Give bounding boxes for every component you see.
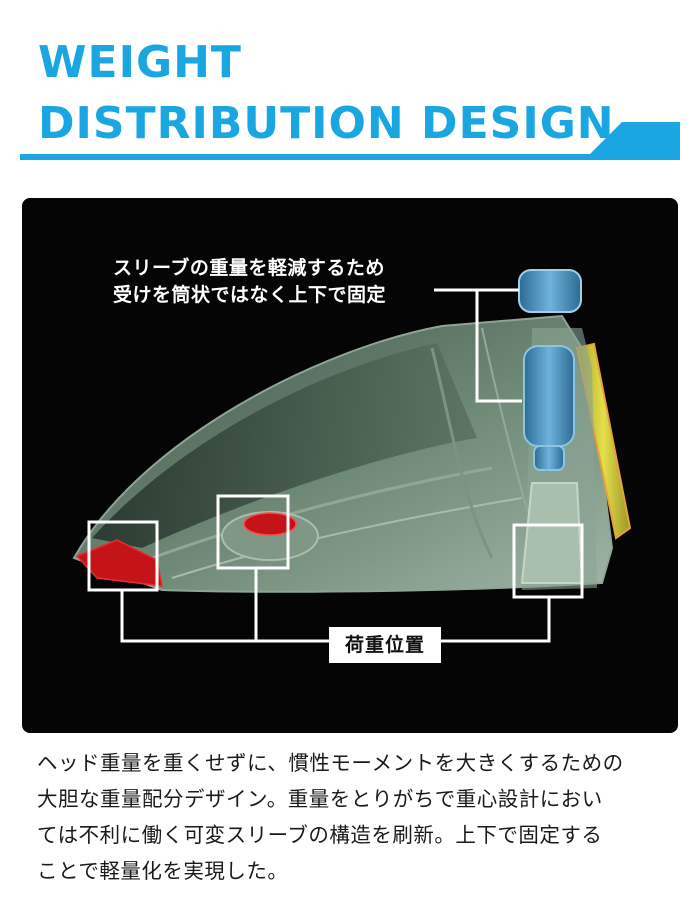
description-line3: ては不利に働く可変スリーブの構造を刷新。上下で固定する: [37, 823, 603, 847]
description-line1: ヘッド重量を重くせずに、慣性モーメントを大きくするための: [37, 751, 624, 775]
sleeve-body: [523, 345, 575, 447]
driver-head-illustration: [72, 269, 632, 643]
toe-weight: [75, 539, 163, 587]
sleeve-upper-cap: [518, 269, 582, 313]
callout-bracket: [434, 288, 522, 403]
page-title-line1: WEIGHT: [38, 37, 242, 88]
sole-weight: [243, 512, 297, 536]
title-underline: [20, 154, 678, 160]
sleeve-callout-line2: 受けを筒状ではなく上下で固定: [113, 284, 387, 306]
crown-cut: [92, 343, 477, 548]
header: WEIGHT DISTRIBUTION DESIGN: [0, 0, 698, 165]
description-line2: 大胆な重量配分デザイン。重量をとりがちで重心設計におい: [37, 787, 603, 811]
description-paragraph: ヘッド重量を重くせずに、慣性モーメントを大きくするための 大胆な重量配分デザイン…: [37, 745, 667, 889]
sleeve-callout-line1: スリーブの重量を軽減するため: [113, 257, 385, 279]
sleeve-neck: [533, 445, 565, 471]
title-corner-wedge: [584, 122, 680, 160]
page-title-line2: DISTRIBUTION DESIGN: [38, 98, 615, 149]
load-position-label: 荷重位置: [329, 627, 441, 663]
driver-cutaway-diagram: スリーブの重量を軽減するため 受けを筒状ではなく上下で固定 荷重位置: [22, 198, 678, 733]
description-line4: ことで軽量化を実現した。: [37, 859, 289, 883]
highlight-box-sole: [216, 494, 290, 570]
sleeve-callout-text: スリーブの重量を軽減するため 受けを筒状ではなく上下で固定: [113, 255, 386, 309]
